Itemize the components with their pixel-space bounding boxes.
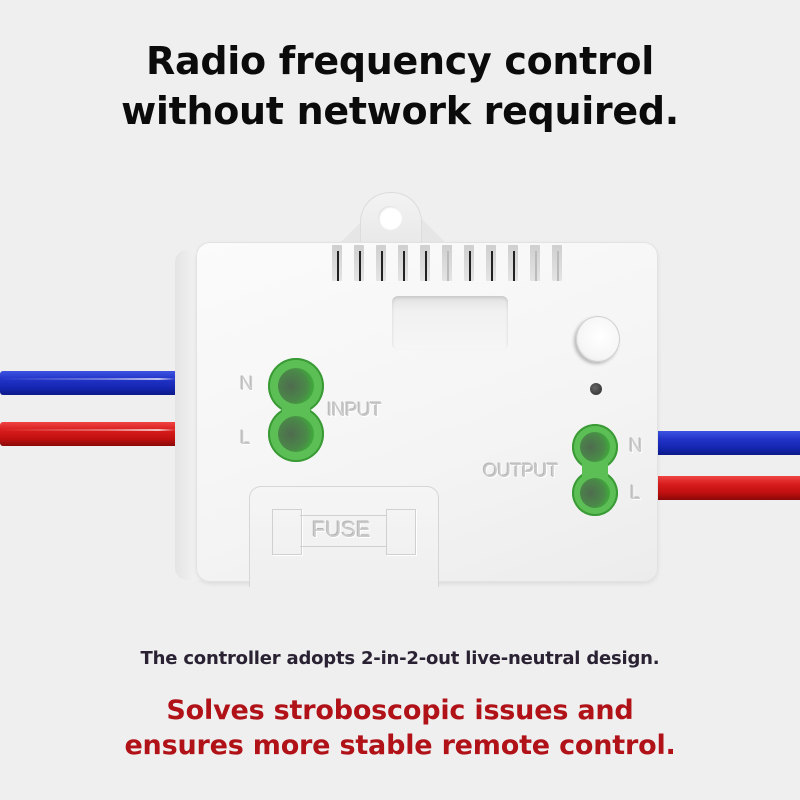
input-label: INPUT xyxy=(327,400,382,421)
tagline-line-1: Solves stroboscopic issues and xyxy=(166,695,634,726)
output-neutral-port xyxy=(580,432,610,462)
vent-slot xyxy=(442,245,452,281)
input-terminal-block xyxy=(268,358,324,462)
vent-slot xyxy=(464,245,474,281)
fuse-cover xyxy=(249,486,439,587)
vent-slot xyxy=(530,245,540,281)
output-n-label: N xyxy=(629,436,643,457)
vent-slot xyxy=(420,245,430,281)
output-l-label: L xyxy=(630,483,641,504)
vent-slot xyxy=(552,245,562,281)
vent-slot xyxy=(332,245,342,281)
headline-line-2: without network required. xyxy=(121,89,679,133)
mount-tab-wing-right xyxy=(418,215,448,245)
input-live-port xyxy=(278,416,314,452)
vent-slot xyxy=(354,245,364,281)
vent-slot xyxy=(398,245,408,281)
input-live-wire xyxy=(0,422,196,446)
input-l-label: L xyxy=(240,428,251,449)
input-neutral-wire xyxy=(0,371,196,395)
fuse-icon: FUSE xyxy=(272,509,416,555)
output-label: OUTPUT xyxy=(483,461,559,482)
pairing-button xyxy=(576,316,620,362)
input-n-label: N xyxy=(240,374,254,395)
input-neutral-port xyxy=(278,368,314,404)
benefit-tagline: Solves stroboscopic issues and ensures m… xyxy=(0,693,800,763)
ventilation-slots xyxy=(332,245,562,283)
fuse-label: FUSE xyxy=(312,517,371,542)
vent-slot xyxy=(508,245,518,281)
tagline-line-2: ensures more stable remote control. xyxy=(124,730,676,761)
indicator-window xyxy=(392,296,508,350)
status-led-icon xyxy=(590,383,602,395)
headline-line-1: Radio frequency control xyxy=(146,39,654,83)
vent-slot xyxy=(486,245,496,281)
design-description: The controller adopts 2-in-2-out live-ne… xyxy=(140,648,660,669)
output-live-wire xyxy=(656,476,800,500)
vent-slot xyxy=(376,245,386,281)
output-live-port xyxy=(580,478,610,508)
output-neutral-wire xyxy=(656,431,800,455)
mounting-hole xyxy=(378,206,402,230)
headline: Radio frequency control without network … xyxy=(0,36,800,136)
output-terminal-block xyxy=(572,424,618,518)
